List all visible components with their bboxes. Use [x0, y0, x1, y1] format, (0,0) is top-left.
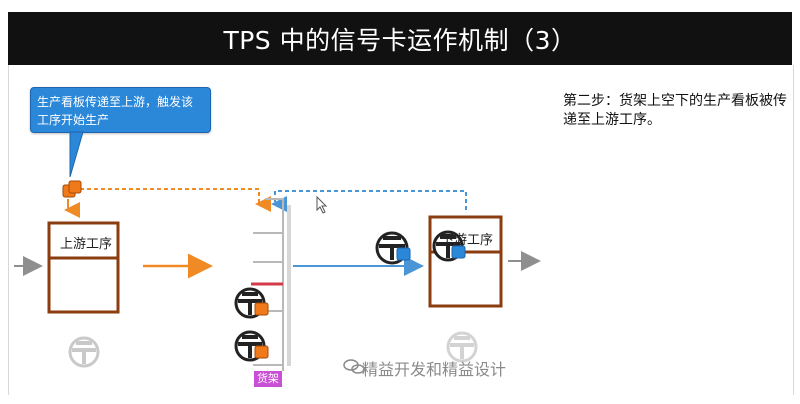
cart-wheel-icon: [68, 336, 100, 368]
production-kanban-dotted-path: [80, 188, 271, 212]
callout-bubble: 生产看板传递至上游，触发该工序开始生产: [30, 87, 211, 133]
downstream-process-box: [428, 215, 503, 308]
downstream-process-label: 下游工序: [441, 233, 494, 248]
page-title: TPS 中的信号卡运作机制（3）: [223, 25, 577, 55]
upstream-process-box: [47, 221, 120, 314]
withdrawal-kanban-dotted-path: [271, 190, 467, 212]
cart-wheel-icon: [234, 330, 269, 362]
withdrawal-kanban-card-icon: [375, 231, 411, 265]
callout-pointer: [69, 131, 84, 178]
upstream-process-label: 上游工序: [60, 237, 113, 252]
cart-wheel-icon: [432, 230, 466, 262]
step-description: 第二步：货架上空下的生产看板被传递至上游工序。: [563, 93, 787, 128]
production-kanban-card-icon: [62, 180, 82, 198]
wechat-icon: [343, 359, 365, 374]
cart-wheel-icon: [446, 331, 478, 363]
rack-label: 货架: [254, 371, 282, 387]
cursor-icon: [316, 195, 328, 214]
slide-frame: [8, 65, 794, 395]
watermark: 精益开发和精益设计: [362, 360, 507, 379]
callout-text: 生产看板传递至上游，触发该工序开始生产: [37, 95, 194, 127]
cart-wheel-icon: [234, 287, 269, 319]
title-bar: TPS 中的信号卡运作机制（3）: [8, 12, 792, 65]
